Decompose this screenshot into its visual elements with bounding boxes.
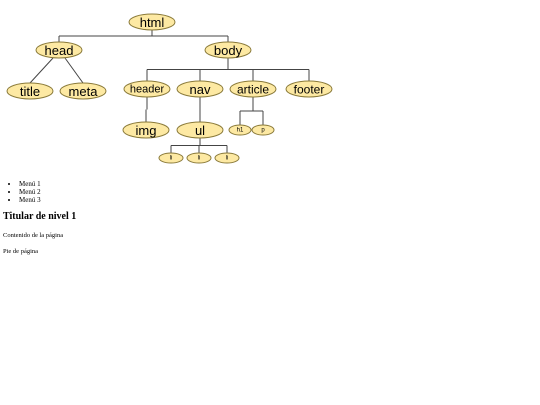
tree-node-nav: nav bbox=[176, 80, 224, 98]
tree-node-h1: h1 bbox=[228, 124, 252, 136]
tree-edge bbox=[64, 57, 84, 84]
node-label: li bbox=[170, 156, 173, 162]
node-label: nav bbox=[190, 82, 211, 97]
node-label: p bbox=[261, 128, 265, 134]
menu-item[interactable]: Menú 3 bbox=[19, 196, 533, 204]
node-ellipse bbox=[59, 82, 107, 100]
page-paragraph: Contenido de la página bbox=[3, 232, 64, 239]
tree-node-title: title bbox=[6, 82, 54, 100]
tree-node-html: html bbox=[128, 13, 176, 31]
page-heading: Titular de nivel 1 bbox=[3, 211, 77, 222]
tree-edge bbox=[146, 58, 310, 81]
tree-node-li3: li bbox=[214, 152, 240, 164]
node-ellipse bbox=[176, 80, 224, 98]
node-label: h1 bbox=[237, 128, 244, 134]
node-label: li bbox=[198, 156, 201, 162]
menu-item[interactable]: Menú 2 bbox=[19, 188, 533, 196]
tree-edge bbox=[239, 97, 264, 125]
tree-edge bbox=[58, 30, 229, 42]
node-label: img bbox=[136, 123, 157, 138]
menu-list: Menú 1 Menú 2 Menú 3 bbox=[3, 180, 533, 204]
tree-node-meta: meta bbox=[59, 82, 107, 100]
node-ellipse bbox=[228, 124, 252, 136]
node-ellipse bbox=[122, 121, 170, 139]
node-ellipse bbox=[251, 124, 275, 136]
tree-edges bbox=[29, 30, 310, 153]
tree-node-footer: footer bbox=[285, 80, 333, 98]
node-label: footer bbox=[294, 83, 325, 97]
node-ellipse bbox=[186, 152, 212, 164]
node-label: header bbox=[130, 84, 165, 96]
page-footer: Pie de página bbox=[3, 248, 39, 255]
node-label: meta bbox=[69, 84, 99, 99]
node-label: ul bbox=[195, 123, 205, 138]
node-ellipse bbox=[123, 80, 171, 98]
node-label: title bbox=[20, 84, 40, 99]
node-label: li bbox=[226, 156, 229, 162]
node-ellipse bbox=[176, 121, 224, 139]
node-ellipse bbox=[128, 13, 176, 31]
tree-node-head: head bbox=[35, 41, 83, 59]
node-label: head bbox=[45, 43, 74, 58]
tree-node-p: p bbox=[251, 124, 275, 136]
node-ellipse bbox=[35, 41, 83, 59]
tree-node-img: img bbox=[122, 121, 170, 139]
rendered-page: Menú 1 Menú 2 Menú 3 Titular de nivel 1 … bbox=[3, 180, 533, 255]
tree-edge bbox=[145, 97, 148, 122]
tree-node-article: article bbox=[229, 80, 277, 98]
tree-node-li1: li bbox=[158, 152, 184, 164]
dom-tree-diagram: html head body title meta header nav article foo… bbox=[6, 13, 333, 164]
tree-edge bbox=[29, 57, 54, 84]
node-ellipse bbox=[6, 82, 54, 100]
tree-node-header: header bbox=[123, 80, 171, 98]
node-label: article bbox=[237, 83, 269, 97]
tree-edge bbox=[170, 138, 228, 153]
node-label: html bbox=[140, 15, 165, 30]
tree-node-li2: li bbox=[186, 152, 212, 164]
node-ellipse bbox=[158, 152, 184, 164]
tree-node-ul: ul bbox=[176, 121, 224, 139]
menu-item[interactable]: Menú 1 bbox=[19, 180, 533, 188]
node-ellipse bbox=[204, 41, 252, 59]
node-ellipse bbox=[229, 80, 277, 98]
tree-node-body: body bbox=[204, 41, 252, 59]
node-ellipse bbox=[214, 152, 240, 164]
node-ellipse bbox=[285, 80, 333, 98]
node-label: body bbox=[214, 43, 243, 58]
